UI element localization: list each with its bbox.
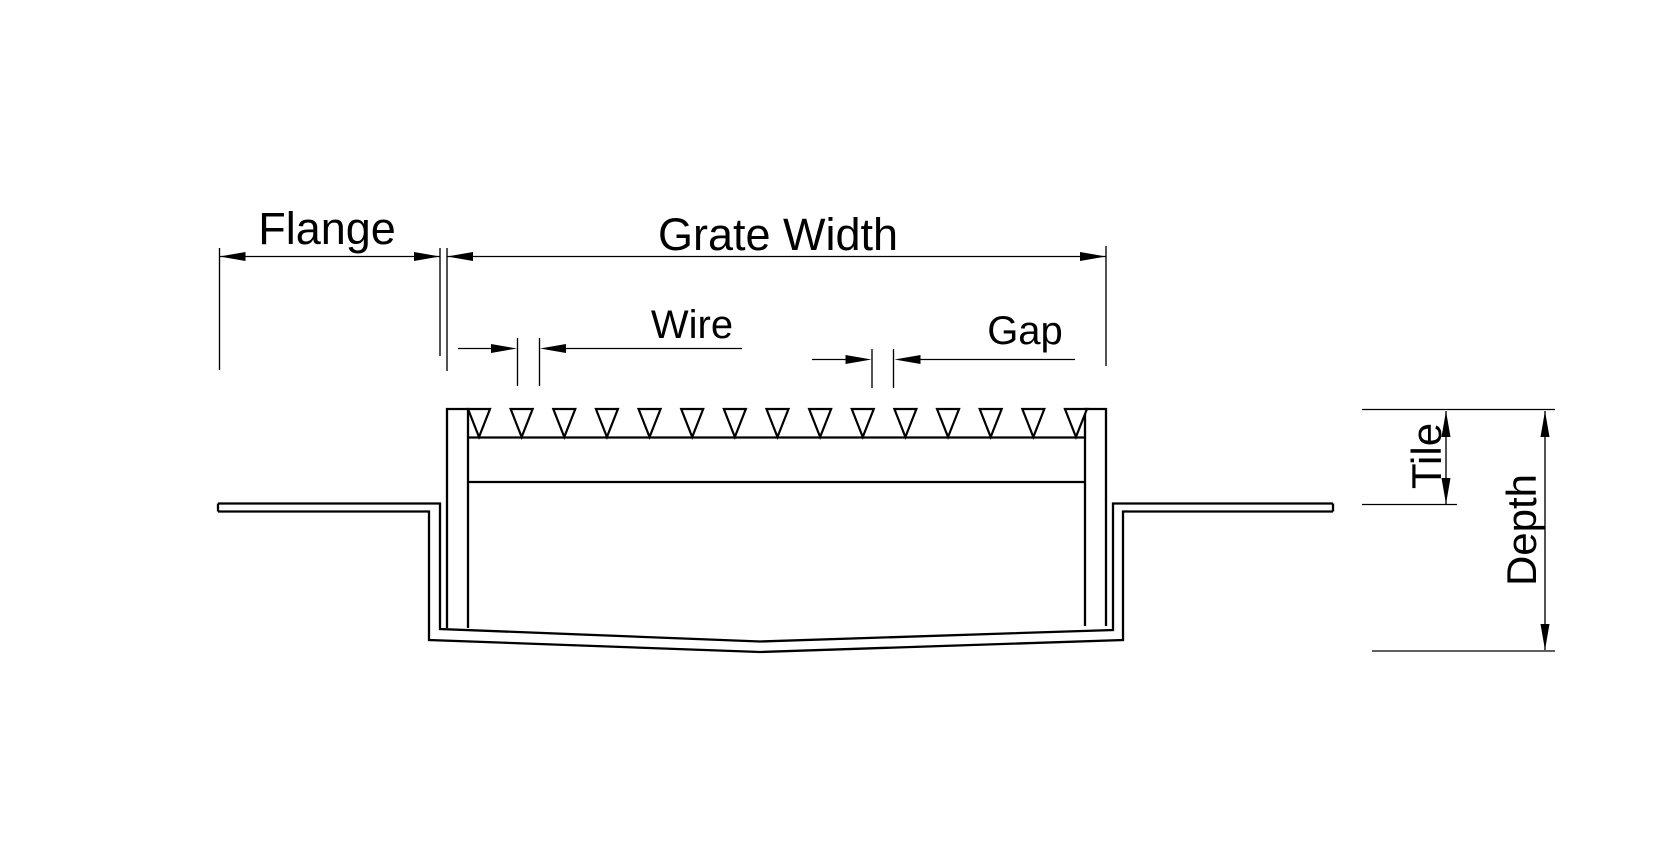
grate-left-wall bbox=[445, 407, 470, 628]
flange-label: Flange bbox=[258, 203, 396, 254]
wire-triangle bbox=[850, 407, 876, 441]
flange-arrow-right bbox=[414, 252, 440, 261]
dimension-gap: Gap bbox=[812, 309, 1075, 388]
wire-triangle bbox=[594, 407, 620, 441]
dimension-wire: Wire bbox=[458, 303, 742, 386]
wire-triangle bbox=[764, 407, 791, 441]
wire-triangle bbox=[466, 407, 492, 441]
wire-triangles bbox=[466, 407, 1089, 441]
dimension-flange: Flange bbox=[218, 203, 441, 370]
pan-outer-surface bbox=[218, 510, 1333, 654]
wire-triangle bbox=[935, 407, 961, 441]
grate-body bbox=[445, 407, 1108, 628]
gap-arrow-left-pointing bbox=[894, 355, 921, 364]
gap-arrow-right-pointing bbox=[845, 355, 872, 364]
wire-triangle bbox=[1063, 407, 1089, 441]
wire-triangle bbox=[636, 407, 663, 441]
depth-label: Depth bbox=[1498, 474, 1545, 586]
dimension-depth: Depth bbox=[1372, 411, 1555, 652]
grate-width-label: Grate Width bbox=[658, 209, 898, 260]
wire-triangle bbox=[509, 407, 535, 441]
grate-width-arrow-left bbox=[447, 252, 473, 261]
dimension-tile: Tile bbox=[1362, 408, 1555, 506]
tile-arrow-down bbox=[1441, 478, 1451, 504]
depth-arrow-down bbox=[1540, 624, 1550, 650]
depth-arrow-up bbox=[1540, 411, 1550, 437]
wire-triangle bbox=[551, 407, 577, 441]
wire-label: Wire bbox=[651, 303, 733, 347]
wire-triangle bbox=[978, 407, 1004, 441]
tile-label: Tile bbox=[1403, 423, 1450, 489]
dimension-grate-width: Grate Width bbox=[446, 209, 1107, 371]
wire-triangle bbox=[807, 407, 833, 441]
gap-label: Gap bbox=[987, 309, 1063, 353]
flange-arrow-left bbox=[219, 252, 246, 261]
wire-arrow-right-pointing bbox=[491, 344, 517, 353]
grate-width-arrow-right bbox=[1080, 252, 1106, 261]
wire-triangle bbox=[892, 407, 919, 441]
pan-inner-surface bbox=[218, 502, 1333, 643]
tile-arrow-up bbox=[1441, 411, 1451, 437]
pan-profile bbox=[216, 502, 1335, 654]
wire-triangle bbox=[1020, 407, 1046, 441]
wire-triangle bbox=[679, 407, 705, 441]
wire-triangle bbox=[722, 407, 748, 441]
wire-arrow-left-pointing bbox=[540, 344, 566, 353]
grate-right-wall bbox=[1083, 407, 1108, 626]
